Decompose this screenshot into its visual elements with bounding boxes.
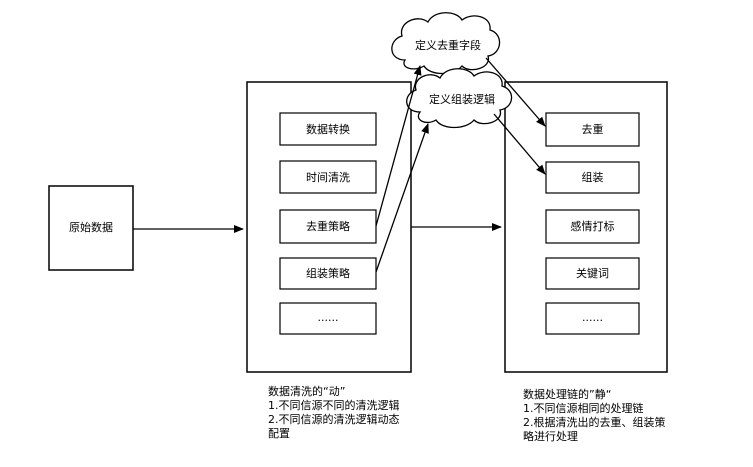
left-item-box-1 — [279, 112, 377, 146]
right-item-box-2 — [545, 161, 640, 194]
left-item-label-4: 组装策略 — [306, 267, 350, 280]
right-note: 数据处理链的”静“ 1.不同信源相同的处理链 2.根据清洗出的去重、组装策 略进… — [523, 388, 666, 444]
right-item-box-1 — [545, 112, 640, 147]
left-item-box-3 — [279, 209, 377, 244]
right-note-line-4: 略进行处理 — [523, 430, 578, 443]
right-item-label-4: 关键词 — [576, 267, 609, 280]
arrow-dedup-strategy-to-cloud — [375, 65, 422, 227]
left-item-box-5 — [279, 302, 377, 335]
right-note-line-3: 2.根据清洗出的去重、组装策 — [523, 416, 666, 429]
right-item-box-3 — [545, 209, 640, 244]
cloud-dedup-label: 定义去重字段 — [415, 39, 481, 52]
left-note-line-4: 配置 — [268, 427, 290, 440]
left-item-label-1: 数据转换 — [306, 123, 350, 136]
right-item-label-5: ...... — [582, 311, 603, 324]
left-item-box-2 — [279, 160, 377, 194]
right-note-line-2: 1.不同信源相同的处理链 — [523, 402, 644, 415]
right-item-label-2: 组装 — [581, 171, 604, 184]
left-note-line-1: 数据清洗的“动” — [268, 385, 346, 398]
cloud-assembly — [406, 68, 513, 129]
left-item-label-5: ...... — [317, 311, 339, 324]
arrow-assembly-strategy-to-cloud — [375, 123, 429, 273]
right-item-label-1: 去重 — [581, 123, 604, 136]
left-item-label-2: 时间清洗 — [306, 171, 350, 184]
right-item-label-3: 感情打标 — [570, 220, 615, 233]
source-box — [48, 185, 134, 271]
cloud-dedup — [391, 12, 501, 75]
arrow-cloud-to-assembly — [493, 113, 546, 175]
left-item-box-4 — [279, 257, 377, 290]
left-note-line-3: 2.不同信源的清洗逻辑动态 — [268, 413, 400, 426]
source-box-label: 原始数据 — [69, 221, 113, 234]
cloud-assembly-label: 定义组装逻辑 — [429, 93, 495, 106]
left-note: 数据清洗的“动” 1.不同信源不同的清洗逻辑 2.不同信源的清洗逻辑动态 配置 — [268, 385, 400, 441]
right-item-box-5 — [545, 302, 640, 335]
left-note-line-2: 1.不同信源不同的清洗逻辑 — [268, 399, 400, 412]
arrow-cloud-to-dedup — [485, 57, 546, 127]
left-item-label-3: 去重策略 — [306, 220, 350, 233]
right-note-line-1: 数据处理链的”静“ — [523, 388, 612, 401]
right-item-box-4 — [545, 257, 640, 290]
